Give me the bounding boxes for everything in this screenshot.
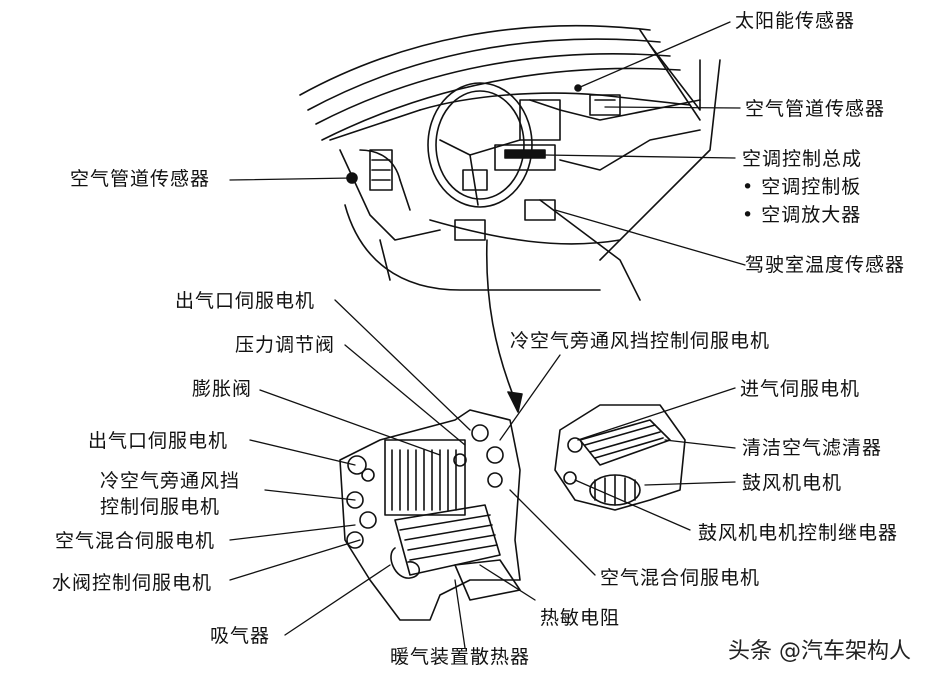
flow-arrow-head xyxy=(507,391,523,413)
watermark: 头条 @汽车架构人 xyxy=(728,639,911,664)
label-mix-servo-left: 空气混合伺服电机 xyxy=(55,530,216,552)
label-aspirator: 吸气器 xyxy=(210,625,271,647)
label-outlet-servo-top: 出气口伺服电机 xyxy=(175,290,316,312)
leader-lines xyxy=(229,21,746,649)
hvac-unit xyxy=(339,409,521,621)
label-expansion-valve: 膨胀阀 xyxy=(192,378,253,400)
label-intake-servo: 进气伺服电机 xyxy=(740,378,861,400)
label-ac-control-assembly: 空调控制总成 xyxy=(742,148,863,170)
label-heater-core: 暖气装置散热器 xyxy=(390,646,531,668)
flow-arrow xyxy=(485,239,516,401)
windshield-outline xyxy=(299,24,701,141)
label-outlet-servo-left: 出气口伺服电机 xyxy=(88,430,229,452)
label-ac-amplifier: • 空调放大器 xyxy=(742,204,862,226)
label-cold-bypass-servo-left-line1: 冷空气旁通风挡 xyxy=(100,470,241,492)
label-cold-bypass-servo-left-line2: 控制伺服电机 xyxy=(100,496,221,518)
label-duct-sensor-right: 空气管道传感器 xyxy=(745,98,886,120)
label-thermistor: 热敏电阻 xyxy=(540,607,621,629)
label-cabin-filter: 清洁空气滤清器 xyxy=(742,437,883,459)
blower-unit xyxy=(554,404,686,511)
left-vent xyxy=(369,149,393,191)
label-solar-sensor: 太阳能传感器 xyxy=(735,10,856,32)
label-cold-bypass-servo-right: 冷空气旁通风挡控制伺服电机 xyxy=(510,330,771,352)
label-water-valve-servo: 水阀控制伺服电机 xyxy=(52,572,213,594)
label-cabin-temp-sensor: 驾驶室温度传感器 xyxy=(745,254,906,276)
label-mix-servo-right: 空气混合伺服电机 xyxy=(600,567,761,589)
label-ac-control-panel: • 空调控制板 xyxy=(742,176,862,198)
label-duct-sensor-left: 空气管道传感器 xyxy=(70,168,211,190)
label-blower-relay: 鼓风机电机控制继电器 xyxy=(698,522,899,544)
label-pressure-valve: 压力调节阀 xyxy=(235,334,336,356)
right-duct-box xyxy=(589,94,621,116)
label-blower-motor: 鼓风机电机 xyxy=(742,472,843,494)
